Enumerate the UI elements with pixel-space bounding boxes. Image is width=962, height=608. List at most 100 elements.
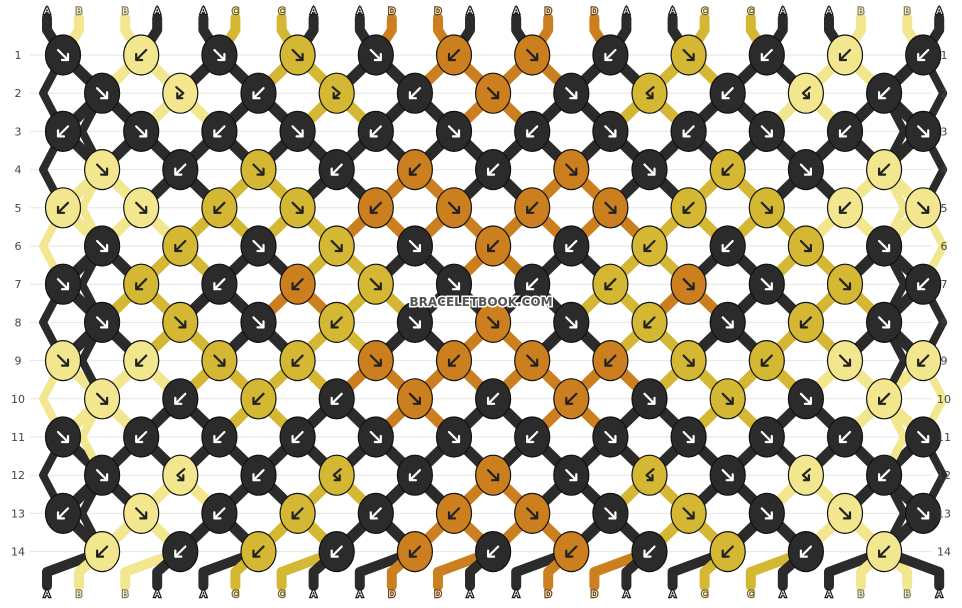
- knot[interactable]: [787, 301, 825, 343]
- knot[interactable]: [123, 187, 160, 229]
- knot[interactable]: [201, 187, 238, 229]
- knot[interactable]: [592, 340, 629, 382]
- knot[interactable]: [865, 149, 903, 191]
- knot[interactable]: [514, 492, 551, 535]
- knot[interactable]: [396, 530, 433, 573]
- knot[interactable]: [83, 149, 121, 191]
- knot[interactable]: [709, 149, 746, 191]
- knot[interactable]: [553, 225, 590, 267]
- knot[interactable]: [905, 187, 942, 229]
- knot[interactable]: [865, 72, 903, 114]
- knot[interactable]: [357, 187, 394, 229]
- knot[interactable]: [748, 492, 785, 535]
- knot[interactable]: [475, 301, 512, 343]
- knot[interactable]: [748, 340, 785, 382]
- knot[interactable]: [240, 225, 277, 267]
- knot[interactable]: [123, 416, 160, 458]
- knot[interactable]: [865, 454, 903, 496]
- knot[interactable]: [279, 187, 316, 229]
- knot[interactable]: [44, 187, 82, 229]
- knot[interactable]: [514, 34, 551, 76]
- knot[interactable]: [83, 378, 121, 420]
- knot[interactable]: [631, 225, 668, 267]
- knot[interactable]: [83, 225, 121, 267]
- knot[interactable]: [514, 263, 551, 305]
- knot[interactable]: [592, 187, 629, 229]
- knot[interactable]: [240, 454, 277, 496]
- knot[interactable]: [709, 530, 746, 573]
- knot[interactable]: [201, 492, 238, 535]
- knot[interactable]: [748, 416, 785, 458]
- knot[interactable]: [123, 340, 160, 382]
- knot[interactable]: [631, 530, 668, 573]
- knot[interactable]: [240, 149, 277, 191]
- knot[interactable]: [279, 110, 316, 152]
- knot[interactable]: [201, 110, 238, 152]
- knot[interactable]: [201, 34, 238, 76]
- knot[interactable]: [826, 187, 864, 229]
- knot[interactable]: [865, 378, 903, 420]
- knot[interactable]: [162, 149, 199, 191]
- knot[interactable]: [44, 340, 82, 382]
- knot[interactable]: [631, 378, 668, 420]
- knot[interactable]: [748, 34, 785, 76]
- knot[interactable]: [826, 263, 864, 305]
- knot[interactable]: [475, 454, 512, 496]
- knot[interactable]: [592, 263, 629, 305]
- knot[interactable]: [709, 72, 746, 114]
- knot[interactable]: [631, 72, 668, 114]
- knot[interactable]: [279, 492, 316, 535]
- knot[interactable]: [201, 340, 238, 382]
- knot[interactable]: [201, 263, 238, 305]
- knot[interactable]: [357, 340, 394, 382]
- knot[interactable]: [435, 263, 473, 305]
- knot[interactable]: [240, 378, 277, 420]
- knot[interactable]: [748, 263, 785, 305]
- knot[interactable]: [201, 416, 238, 458]
- knot[interactable]: [748, 187, 785, 229]
- knot[interactable]: [709, 378, 746, 420]
- knot[interactable]: [787, 149, 825, 191]
- knot[interactable]: [318, 530, 355, 573]
- knot[interactable]: [83, 72, 121, 114]
- knot[interactable]: [709, 225, 746, 267]
- knot[interactable]: [357, 34, 394, 76]
- knot[interactable]: [553, 454, 590, 496]
- knot[interactable]: [123, 110, 160, 152]
- knot[interactable]: [162, 72, 199, 114]
- knot[interactable]: [905, 263, 942, 305]
- knot[interactable]: [357, 263, 394, 305]
- knot[interactable]: [514, 110, 551, 152]
- knot[interactable]: [44, 263, 82, 305]
- knot[interactable]: [592, 110, 629, 152]
- knot[interactable]: [240, 301, 277, 343]
- knot[interactable]: [709, 301, 746, 343]
- knot[interactable]: [357, 110, 394, 152]
- knot[interactable]: [435, 416, 473, 458]
- knot[interactable]: [240, 72, 277, 114]
- knot[interactable]: [553, 72, 590, 114]
- knot[interactable]: [865, 301, 903, 343]
- knot[interactable]: [826, 416, 864, 458]
- knot[interactable]: [396, 378, 433, 420]
- knot[interactable]: [670, 110, 707, 152]
- knot[interactable]: [318, 454, 355, 496]
- knot[interactable]: [162, 530, 199, 573]
- knot[interactable]: [318, 378, 355, 420]
- knot[interactable]: [162, 454, 199, 496]
- knot[interactable]: [83, 454, 121, 496]
- knot[interactable]: [787, 72, 825, 114]
- knot[interactable]: [396, 301, 433, 343]
- knot[interactable]: [396, 225, 433, 267]
- knot[interactable]: [514, 187, 551, 229]
- knot[interactable]: [514, 340, 551, 382]
- knot[interactable]: [279, 34, 316, 76]
- knot[interactable]: [670, 34, 707, 76]
- knot[interactable]: [826, 110, 864, 152]
- knot[interactable]: [514, 416, 551, 458]
- knot[interactable]: [670, 492, 707, 535]
- knot[interactable]: [826, 340, 864, 382]
- knot[interactable]: [748, 110, 785, 152]
- knot[interactable]: [670, 187, 707, 229]
- knot[interactable]: [592, 34, 629, 76]
